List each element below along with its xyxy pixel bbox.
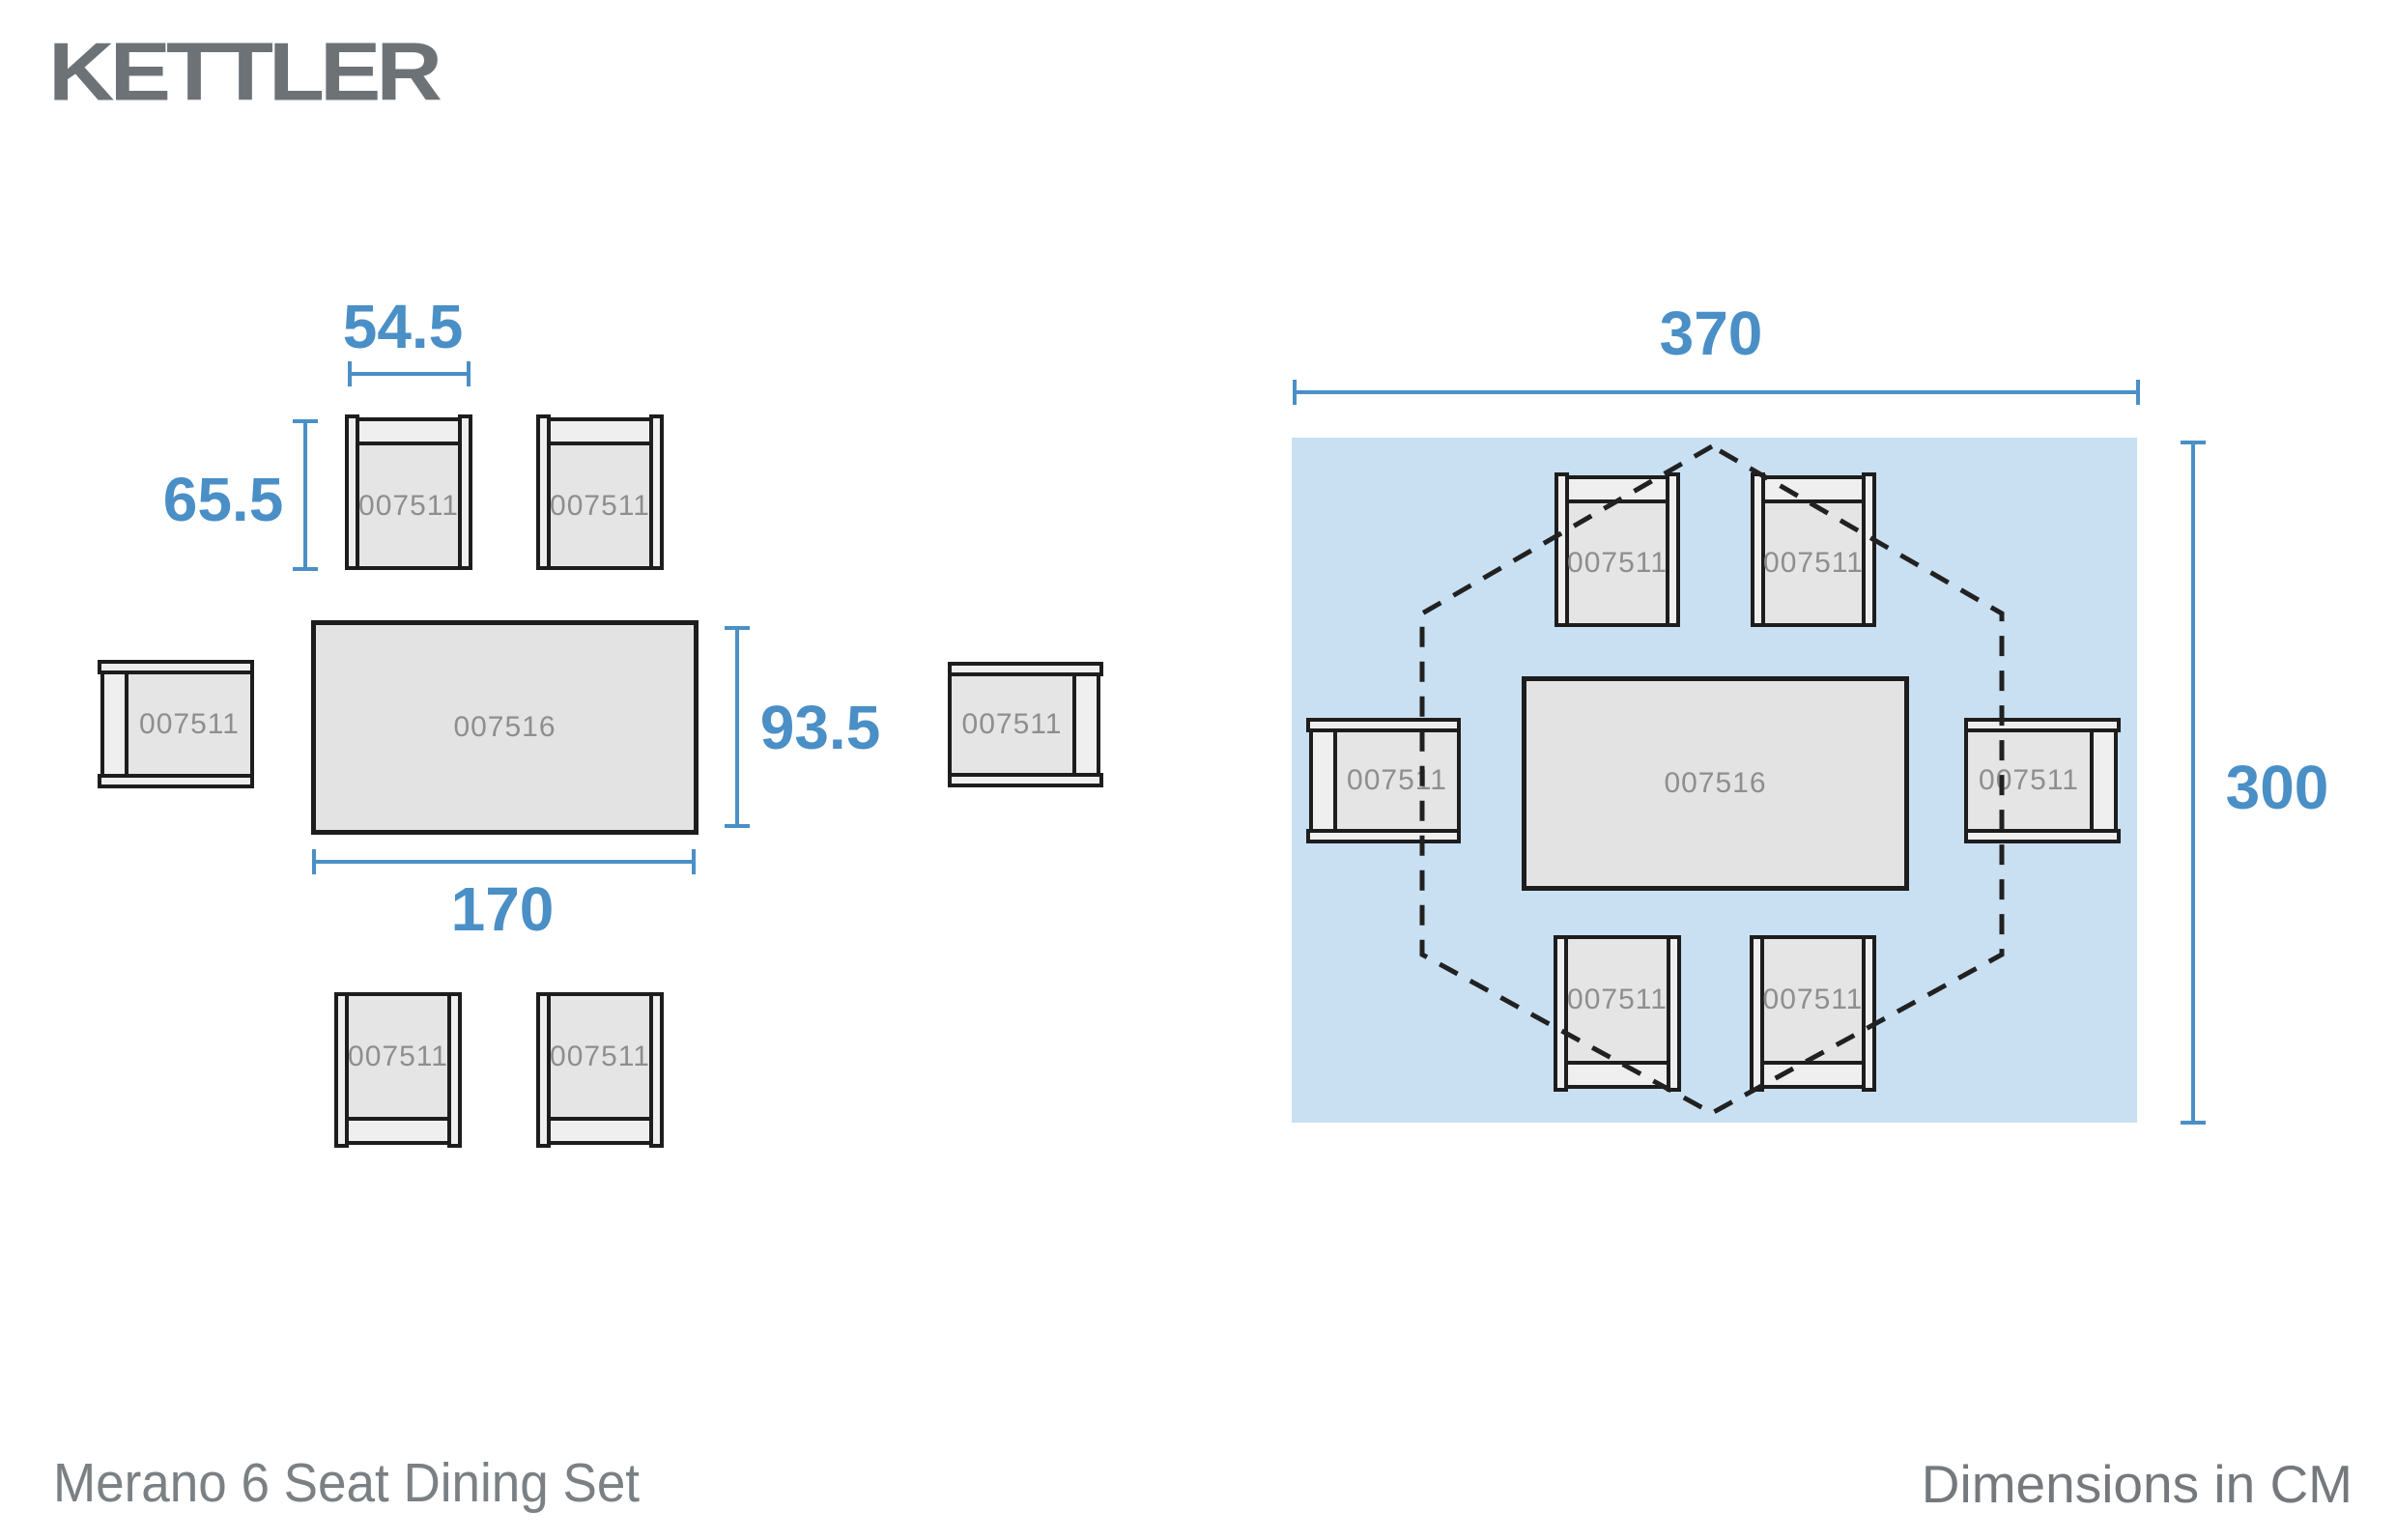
chair-armrest [98, 774, 254, 788]
chair-armrest [948, 773, 1103, 787]
clearance-depth-dimension-line [2181, 441, 2206, 1125]
chair-armrest [447, 992, 462, 1148]
chair-armrest [458, 414, 472, 570]
chair-backrest [104, 664, 125, 784]
chair-armrest [98, 660, 254, 674]
table-depth-value: 93.5 [759, 693, 881, 762]
product-name: Merano 6 Seat Dining Set [53, 1452, 641, 1514]
chair-code: 007511 [348, 1040, 448, 1072]
chair-footprint-left: 007511 [1306, 718, 1461, 843]
chair-depth-value: 65.5 [162, 465, 284, 534]
chair-backrest-line [349, 442, 469, 445]
chair-bottom-left-1: 007511 [334, 992, 462, 1148]
chair-top-left-1: 007511 [345, 414, 472, 570]
chair-backrest [540, 1121, 660, 1141]
chair-armrest [649, 414, 664, 570]
clearance-depth-value: 300 [2225, 753, 2329, 822]
chair-backrest-line [1333, 722, 1337, 840]
chair-backrest [1313, 722, 1333, 840]
chair-backrest-line [1072, 666, 1076, 784]
chair-backrest [1754, 1065, 1872, 1085]
dining-table-footprint: 007516 [1522, 676, 1909, 891]
table-code: 007516 [453, 711, 556, 743]
chair-armrest [536, 414, 551, 570]
chair-armrest [948, 662, 1103, 676]
chair-width-value: 54.5 [342, 292, 464, 361]
clearance-width-dimension-line [1293, 380, 2140, 405]
chair-code: 007511 [550, 1040, 650, 1072]
chair-footprint-bottom-2: 007511 [1750, 935, 1876, 1092]
chair-backrest [1076, 666, 1097, 784]
chair-footprint-top-1: 007511 [1555, 472, 1680, 627]
chair-right-side: 007511 [948, 662, 1103, 787]
chair-code: 007511 [139, 707, 240, 740]
table-depth-dimension-line [725, 626, 750, 828]
chair-backrest [1557, 1065, 1677, 1085]
chair-code: 007511 [1762, 984, 1864, 1015]
chair-bottom-left-2: 007511 [536, 992, 664, 1148]
chair-backrest-line [1754, 1061, 1872, 1065]
chair-backrest-line [2090, 722, 2094, 840]
chair-code: 007511 [1567, 984, 1668, 1015]
chair-backrest [2094, 722, 2114, 840]
chair-code: 007511 [1567, 547, 1668, 579]
chair-code: 007511 [961, 708, 1063, 740]
clearance-width-value: 370 [1659, 299, 1763, 368]
chair-footprint-top-2: 007511 [1751, 472, 1876, 627]
chair-code: 007511 [1979, 764, 2079, 796]
chair-armrest [536, 992, 551, 1148]
chair-backrest [338, 1121, 458, 1141]
chair-footprint-right: 007511 [1964, 718, 2121, 843]
chair-backrest-line [540, 442, 660, 445]
chair-backrest [1558, 479, 1676, 499]
chair-code: 007511 [358, 489, 459, 522]
chair-armrest [334, 992, 349, 1148]
chair-code: 007511 [550, 489, 650, 522]
chair-backrest-line [1557, 1061, 1677, 1065]
chair-backrest [1754, 479, 1872, 499]
units-note: Dimensions in CM [1921, 1454, 2353, 1514]
chair-backrest-line [540, 1117, 660, 1121]
chair-backrest [349, 421, 469, 442]
chair-backrest-line [338, 1117, 458, 1121]
chair-left-side: 007511 [98, 660, 254, 788]
chair-width-dimension-line [348, 361, 471, 386]
chair-footprint-bottom-1: 007511 [1554, 935, 1681, 1092]
dining-table: 007516 [311, 620, 699, 835]
table-code: 007516 [1664, 767, 1767, 799]
chair-armrest [345, 414, 359, 570]
chair-armrest [649, 992, 664, 1148]
chair-code: 007511 [1347, 764, 1447, 796]
chair-backrest-line [125, 664, 128, 784]
chair-code: 007511 [1763, 547, 1864, 579]
kettler-logo: KETTLER [48, 25, 442, 119]
chair-backrest [540, 421, 660, 442]
table-length-dimension-line [312, 849, 696, 874]
chair-depth-dimension-line [293, 419, 318, 571]
chair-top-left-2: 007511 [536, 414, 664, 570]
table-length-value: 170 [450, 874, 555, 944]
